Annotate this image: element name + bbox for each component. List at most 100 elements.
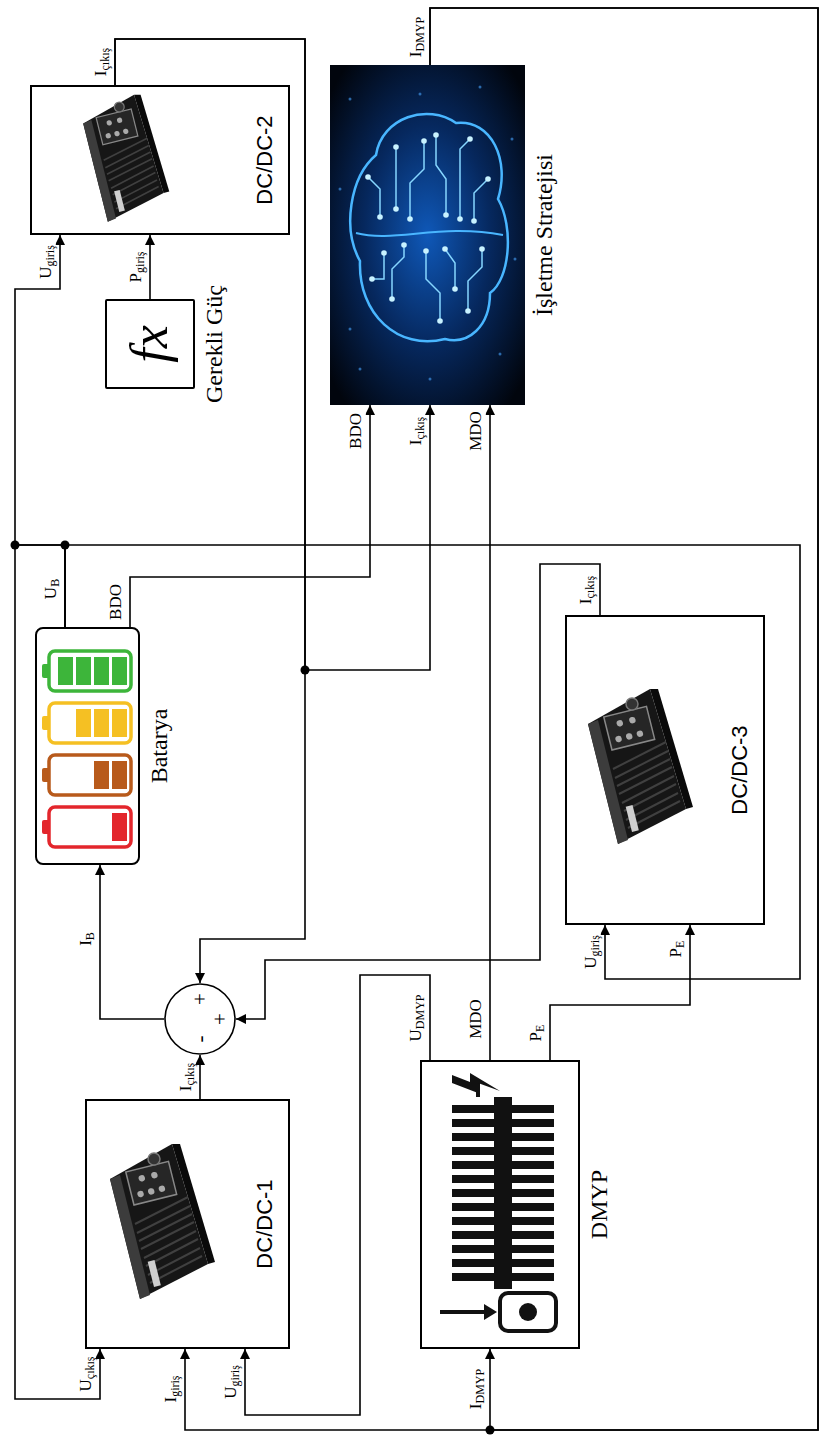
signal-subscript: giriş	[168, 1375, 182, 1396]
strategy-illustration	[471, 218, 477, 224]
strategy-illustration	[436, 135, 446, 215]
strategy-illustration	[349, 98, 352, 101]
strategy-illustration	[479, 86, 482, 89]
signal-subscript: çıkış	[583, 576, 597, 599]
signal-subscript: giriş	[228, 1365, 242, 1386]
converter-block-outline: DC/DC-1	[85, 1099, 290, 1349]
signal-name: Pgiriş	[125, 250, 146, 285]
signal-subscript: E	[533, 1025, 547, 1032]
signal-letter: U	[76, 1379, 95, 1391]
block-title: DC/DC-2	[252, 115, 278, 204]
strategy-illustration	[426, 251, 440, 321]
function-block-outline: fx	[105, 299, 195, 389]
fuel-cell-picture	[452, 1147, 554, 1155]
signal-wire	[185, 8, 818, 1430]
signal-letter: P	[526, 1032, 545, 1041]
port-name: MDO	[465, 997, 486, 1041]
fuel-cell-picture	[452, 1073, 500, 1093]
battery-icons	[76, 657, 91, 685]
strategy-illustration	[395, 147, 397, 209]
battery-icons	[49, 755, 131, 795]
signal-wire	[489, 405, 491, 1060]
strategy-illustration	[443, 212, 449, 218]
strategy-illustration	[433, 132, 439, 138]
fuel-cell-picture	[452, 1175, 554, 1183]
converter-picture	[110, 1144, 215, 1299]
strategy-illustration	[392, 245, 404, 299]
battery-icons	[112, 813, 127, 841]
signal-letter: U	[406, 1029, 425, 1041]
signal-subscript: DMYP	[413, 995, 427, 1030]
strategy-block-outline	[330, 65, 525, 405]
fuel-cell-block: DMYP	[420, 1060, 614, 1349]
signal-name: Içıkış	[575, 574, 596, 606]
fuel-cell-picture	[452, 1217, 554, 1225]
signal-letter: U	[221, 1387, 240, 1399]
signal-wire	[199, 1055, 201, 1099]
signal-letter: I	[91, 71, 110, 77]
signal-letter: I	[406, 440, 425, 446]
strategy-illustration	[368, 177, 380, 217]
strategy-illustration	[393, 144, 399, 150]
signal-letter: U	[581, 957, 600, 969]
strategy-illustration	[429, 378, 432, 381]
strategy-illustration	[499, 353, 502, 356]
strategy-illustration	[349, 328, 352, 331]
signal-name: Ugiriş	[35, 243, 56, 281]
block-title: DC/DC-3	[727, 725, 753, 814]
fuel-cell-picture	[452, 1105, 554, 1113]
port-name: UDMYP	[405, 993, 426, 1044]
fuel-cell-picture	[452, 1133, 554, 1141]
strategy-illustration	[452, 286, 458, 292]
battery-block: Batarya	[35, 627, 174, 865]
signal-subscript: giriş	[588, 935, 602, 956]
battery-block-outline	[35, 627, 140, 865]
signal-name: Ugiriş	[580, 933, 601, 971]
block-title: Gerekli Güç	[201, 285, 229, 403]
battery-icons	[49, 651, 131, 691]
block-title: Batarya	[146, 709, 174, 784]
fuel-cell-block-outline	[420, 1060, 580, 1349]
strategy-illustration	[365, 174, 371, 180]
battery-icons	[76, 709, 91, 737]
strategy-illustration	[514, 258, 517, 261]
signal-letter: I	[161, 1397, 180, 1403]
block-title: DC/DC-1	[252, 1179, 278, 1268]
strategy-illustration	[468, 249, 482, 311]
battery-icons	[49, 807, 131, 847]
fuel-cell-picture	[452, 1161, 554, 1169]
strategy-illustration	[407, 216, 413, 222]
signal-name: Igiriş	[160, 1373, 181, 1404]
strategy-illustration	[410, 141, 424, 219]
signal-subscript: giriş	[133, 252, 147, 273]
strategy-illustration	[442, 246, 448, 252]
sum-junction: ++-	[164, 983, 236, 1055]
strategy-illustration	[393, 206, 399, 212]
signal-letter: P	[666, 948, 685, 957]
strategy-block: İşletme Stratejisi	[330, 65, 559, 405]
converter-block: DC/DC-3	[565, 615, 765, 925]
battery-icons	[42, 651, 131, 847]
strategy-illustration	[365, 132, 491, 324]
battery-icons	[94, 709, 109, 737]
converter-block-outline: DC/DC-2	[30, 85, 290, 235]
strategy-illustration	[381, 250, 387, 256]
signal-subscript: çıkış	[83, 1357, 97, 1380]
fuel-cell-picture	[440, 1073, 556, 1331]
strategy-illustration	[511, 138, 514, 141]
converter-block: DC/DC-1	[85, 1099, 290, 1349]
strategy-illustration	[467, 136, 473, 142]
block-title: İşletme Stratejisi	[531, 154, 559, 316]
strategy-illustration	[359, 368, 362, 371]
signal-letter: I	[76, 940, 95, 946]
strategy-illustration	[457, 216, 463, 222]
strategy-illustration	[330, 65, 525, 405]
signal-letter: I	[576, 599, 595, 605]
converter-block-outline: DC/DC-3	[565, 615, 765, 925]
strategy-illustration	[339, 188, 342, 191]
signal-name: PE	[665, 939, 686, 960]
sum-sign: -	[190, 1036, 211, 1043]
strategy-illustration	[445, 249, 455, 289]
sum-sign: +	[190, 993, 211, 1005]
fuel-cell-picture	[452, 1245, 554, 1253]
